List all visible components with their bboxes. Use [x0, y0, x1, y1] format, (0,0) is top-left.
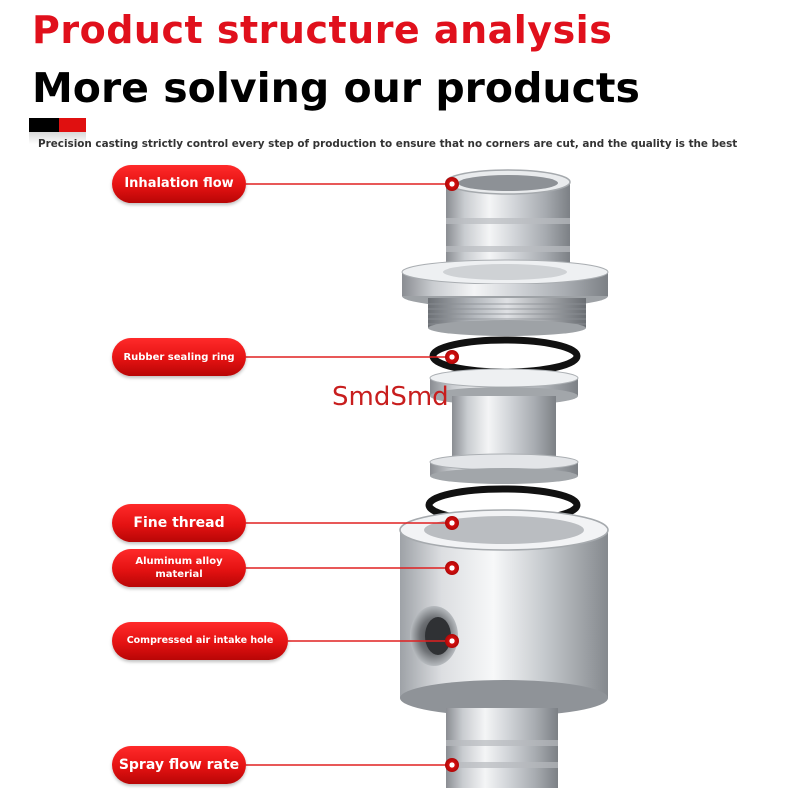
label-fine-thread: Fine thread	[112, 504, 246, 542]
label-rubber-sealing-ring: Rubber sealing ring	[112, 338, 246, 376]
accent-bar-reflection	[29, 132, 86, 144]
middle-sleeve	[429, 368, 579, 484]
callout-dot	[445, 177, 459, 191]
top-flange	[401, 259, 609, 308]
callout-dot	[445, 758, 459, 772]
thread-neck	[428, 298, 586, 336]
page-title: Product structure analysis	[32, 8, 613, 52]
label-aluminum-alloy: Aluminum alloy material	[112, 549, 246, 587]
callout-dots	[445, 177, 459, 772]
callout-dot	[445, 634, 459, 648]
label-spray-flow-rate: Spray flow rate	[112, 746, 246, 784]
callout-dot	[445, 516, 459, 530]
bottom-outlet-pipe	[446, 708, 558, 788]
label-aluminum-alloy-line2: material	[155, 569, 203, 580]
page-subtitle: Precision casting strictly control every…	[38, 138, 738, 150]
page-headline: More solving our products	[32, 64, 640, 112]
main-body	[399, 509, 609, 716]
label-compressed-air-intake-hole: Compressed air intake hole	[112, 622, 288, 660]
accent-bar-red	[59, 118, 86, 132]
callout-dot	[445, 350, 459, 364]
watermark: SmdSmd	[332, 382, 449, 412]
label-inhalation-flow: Inhalation flow	[112, 165, 246, 203]
callout-dot	[445, 561, 459, 575]
leader-lines	[246, 183, 452, 766]
label-aluminum-alloy-line1: Aluminum alloy	[135, 556, 223, 567]
accent-bar-black	[29, 118, 59, 132]
